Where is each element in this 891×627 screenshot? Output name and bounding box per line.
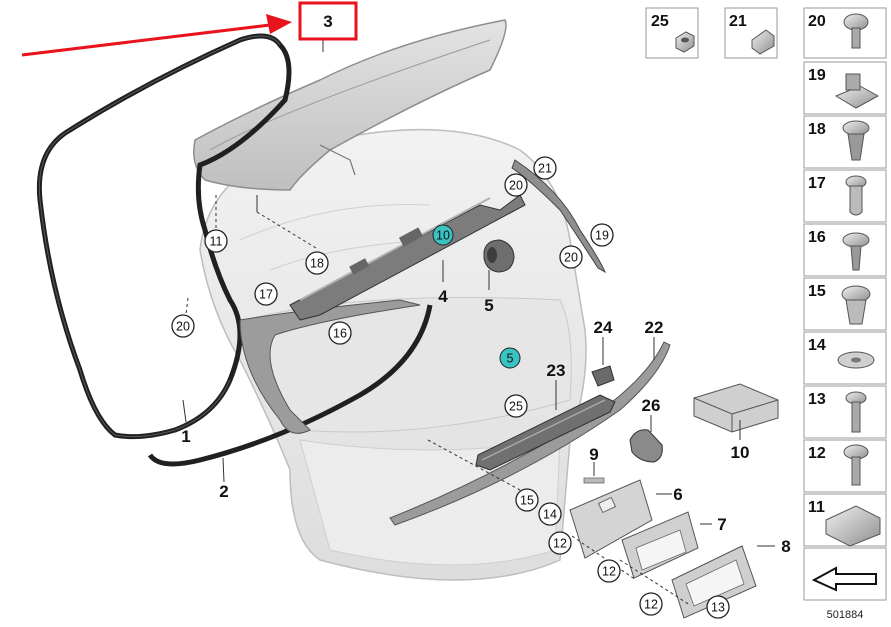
- label-part-23: 23: [547, 361, 566, 380]
- svg-text:25: 25: [651, 13, 669, 30]
- label-part-9: 9: [589, 445, 598, 464]
- label-part-4: 4: [438, 287, 448, 306]
- callout-11: 11: [204, 229, 228, 253]
- callout-15-center: 15: [515, 488, 539, 512]
- callout-19-center: 19: [590, 223, 614, 247]
- panel-cell-17: 17: [803, 169, 887, 223]
- return-arrow-icon: [803, 547, 887, 601]
- label-part-6: 6: [673, 485, 682, 504]
- svg-text:19: 19: [595, 229, 609, 243]
- panel-cell-21: 21: [724, 7, 778, 59]
- label-part-8: 8: [781, 537, 790, 556]
- svg-text:21: 21: [538, 162, 552, 176]
- spoiler-part: [193, 19, 507, 191]
- label-part-7: 7: [717, 515, 726, 534]
- callout-20-right: 20: [559, 245, 583, 269]
- label-part-1: 1: [181, 427, 190, 446]
- callout-5-teal: 5: [499, 347, 521, 369]
- panel-cell-25: 25: [645, 7, 699, 59]
- panel-cell-18: 18: [803, 115, 887, 169]
- svg-text:11: 11: [808, 499, 825, 516]
- bracket-rail-part: [289, 194, 526, 321]
- callout-12-b: 12: [597, 559, 621, 583]
- panel-cell-11: 11: [803, 493, 887, 547]
- callout-10-teal: 10: [432, 224, 454, 246]
- latch-bar-part: [475, 394, 616, 471]
- trim-strip-part: [389, 341, 671, 526]
- svg-text:18: 18: [310, 257, 324, 271]
- label-part-5: 5: [484, 296, 493, 315]
- svg-text:12: 12: [602, 565, 616, 579]
- callout-20-upper: 20: [504, 173, 528, 197]
- svg-text:17: 17: [259, 288, 273, 302]
- svg-text:13: 13: [808, 391, 826, 408]
- svg-text:11: 11: [210, 235, 223, 249]
- svg-text:25: 25: [509, 400, 523, 414]
- svg-text:17: 17: [808, 175, 826, 192]
- svg-text:12: 12: [644, 598, 658, 612]
- panel-cell-14: 14: [803, 331, 887, 385]
- callout-12-c: 12: [639, 592, 663, 616]
- plate-bracket-6: [569, 479, 653, 559]
- label-part-22: 22: [645, 318, 664, 337]
- svg-text:19: 19: [808, 67, 826, 84]
- panel-cell-12: 12: [803, 439, 887, 493]
- svg-text:5: 5: [507, 352, 514, 366]
- panel-cell-16: 16: [803, 223, 887, 277]
- plate-bracket-8: [671, 545, 757, 619]
- fastener-panel: 25 21 20 19 18 1: [645, 7, 887, 601]
- seal-part: [36, 33, 292, 440]
- svg-text:12: 12: [553, 537, 567, 551]
- callout-25-center: 25: [504, 394, 528, 418]
- svg-text:14: 14: [808, 337, 826, 354]
- callout-14-center: 14: [538, 502, 562, 526]
- callout-18: 18: [305, 251, 329, 275]
- clip-part: [591, 365, 615, 387]
- callout-16: 16: [328, 321, 352, 345]
- label-part-3: 3: [323, 12, 332, 31]
- small-bar-part: [583, 477, 605, 484]
- svg-text:16: 16: [808, 229, 826, 246]
- svg-text:20: 20: [564, 251, 578, 265]
- svg-text:16: 16: [333, 327, 347, 341]
- panel-cell-20: 20: [803, 7, 887, 59]
- label-part-2: 2: [219, 482, 228, 501]
- spoiler-side-part: [511, 159, 607, 274]
- sensor-part: [483, 239, 515, 273]
- panel-cell-19: 19: [803, 61, 887, 115]
- label-part-26: 26: [642, 396, 661, 415]
- trim-panel-part: [239, 299, 421, 434]
- svg-text:20: 20: [509, 179, 523, 193]
- callout-20-left: 20: [171, 314, 195, 338]
- foam-block-part: [693, 383, 779, 433]
- svg-text:13: 13: [711, 601, 725, 615]
- leader-lines: [182, 38, 775, 606]
- callout-17: 17: [254, 282, 278, 306]
- callout-21-center: 21: [533, 156, 557, 180]
- button-part: [629, 429, 663, 463]
- label-part-10: 10: [731, 443, 750, 462]
- red-arrow-icon: [21, 14, 292, 57]
- svg-text:12: 12: [808, 445, 826, 462]
- plate-bracket-7: [621, 511, 699, 579]
- highlight-box: [298, 1, 358, 41]
- svg-text:18: 18: [808, 121, 826, 138]
- diagram-number: 501884: [827, 609, 864, 621]
- svg-text:20: 20: [808, 13, 826, 30]
- svg-text:10: 10: [436, 229, 450, 243]
- svg-text:20: 20: [176, 320, 190, 334]
- panel-cell-13: 13: [803, 385, 887, 439]
- svg-text:21: 21: [729, 13, 747, 30]
- svg-text:15: 15: [808, 283, 826, 300]
- callout-12-a: 12: [548, 531, 572, 555]
- panel-cell-15: 15: [803, 277, 887, 331]
- svg-text:14: 14: [543, 508, 557, 522]
- label-part-24: 24: [594, 318, 613, 337]
- svg-text:15: 15: [520, 494, 534, 508]
- callout-13-center: 13: [706, 595, 730, 619]
